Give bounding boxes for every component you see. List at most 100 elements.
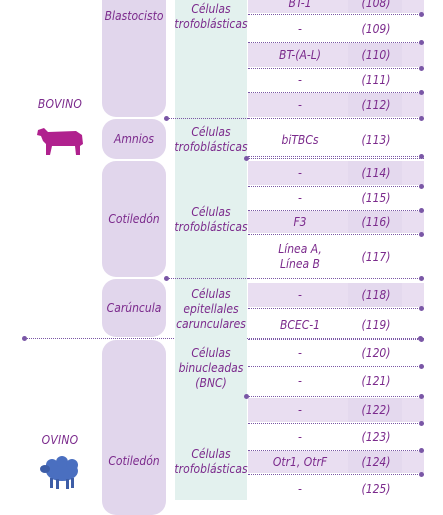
- row-end-dot: [419, 232, 424, 237]
- table-cell-line: -: [298, 429, 302, 444]
- row-separator: [248, 156, 424, 157]
- table-cell-line: -: [298, 373, 302, 388]
- table-cell-ref: (117): [361, 249, 391, 264]
- table-cell-ref: (109): [361, 21, 391, 36]
- row-separator: [248, 450, 424, 451]
- table-cell-ref: (108): [361, 0, 391, 10]
- tissue-blastocisto: Blastocisto: [104, 8, 164, 23]
- row-separator: [248, 339, 424, 340]
- table-cell-line: -: [298, 165, 302, 180]
- section-divider: [166, 118, 424, 119]
- row-separator: [248, 474, 424, 475]
- section-divider: [246, 158, 424, 159]
- table-cell-ref: (124): [361, 454, 391, 469]
- row-separator: [248, 186, 424, 187]
- row-end-dot: [419, 364, 424, 369]
- table-cell-ref: (122): [361, 402, 391, 417]
- table-cell-ref: (112): [361, 97, 391, 112]
- row-separator: [248, 42, 424, 43]
- table-cell-line: biTBCs: [281, 132, 319, 147]
- table-cell-ref: (123): [361, 429, 391, 444]
- section-divider-dot: [164, 276, 169, 281]
- table-cell-ref: (116): [361, 214, 391, 229]
- table-cell-ref: (110): [361, 47, 391, 62]
- table-cell-line: BCEC-1: [279, 317, 321, 332]
- row-end-dot: [419, 116, 424, 121]
- tissue-cotiledon-ovine: Cotiledón: [108, 453, 160, 468]
- tissue-amnios-box: [102, 119, 166, 159]
- sheep-icon: [40, 456, 84, 490]
- divider-dot-left: [22, 336, 27, 341]
- section-divider-dot: [164, 116, 169, 121]
- table-cell-line: F3: [293, 214, 307, 229]
- row-separator: [248, 210, 424, 211]
- row-shade-ref: [348, 43, 402, 67]
- row-separator: [248, 92, 424, 93]
- tissue-caruncula: Carúncula: [106, 300, 162, 315]
- tissue-cotiledon-bovine: Cotiledón: [108, 211, 160, 226]
- tissue-cotiledon-ovine-box: [102, 340, 166, 515]
- section-divider: [166, 278, 424, 279]
- species-label-bovine: BOVINO: [37, 96, 83, 111]
- row-end-dot: [419, 90, 424, 95]
- row-separator: [248, 308, 424, 309]
- row-separator: [248, 234, 424, 235]
- row-separator: [248, 14, 424, 15]
- row-end-dot: [419, 154, 424, 159]
- tissue-blastocisto-box: [102, 0, 166, 117]
- tissue-caruncula-box: [102, 279, 166, 337]
- table-cell-ref: (115): [361, 190, 391, 205]
- table-cell-ref: (120): [361, 345, 391, 360]
- table-cell-line: -: [298, 345, 302, 360]
- row-end-dot: [419, 421, 424, 426]
- table-cell-ref: (111): [361, 72, 391, 87]
- row-shade-ref: [348, 0, 402, 13]
- row-end-dot: [419, 12, 424, 17]
- section-divider-dot: [244, 156, 249, 161]
- row-separator: [248, 423, 424, 424]
- section-divider-dot: [244, 394, 249, 399]
- celltype-column: [175, 0, 247, 500]
- table-cell-line: BT-(A-L): [279, 47, 321, 62]
- table-cell-line: -: [298, 190, 302, 205]
- row-separator: [248, 68, 424, 69]
- table-cell-ref: (125): [361, 481, 391, 496]
- table-cell-line: Otr1, OtrF: [272, 454, 328, 469]
- table-cell-line: -: [298, 481, 302, 496]
- table-cell-line: -: [298, 21, 302, 36]
- tissue-cotiledon-bovine-box: [102, 161, 166, 277]
- table-cell-line: Línea A,Línea B: [278, 242, 322, 271]
- row-shade-ref: [348, 283, 402, 307]
- species-label-ovine: OVINO: [41, 432, 79, 447]
- table-cell-ref: (114): [361, 165, 391, 180]
- row-end-dot: [419, 66, 424, 71]
- row-separator: [248, 366, 424, 367]
- table-cell-line: BT-1: [288, 0, 312, 10]
- row-shade-ref: [348, 211, 402, 233]
- row-end-dot: [419, 448, 424, 453]
- row-shade-ref: [348, 93, 402, 117]
- row-end-dot: [419, 208, 424, 213]
- species-column-bovine: [24, 0, 102, 338]
- table-cell-ref: (121): [361, 373, 391, 388]
- row-end-dot: [419, 337, 424, 342]
- table-cell-line: -: [298, 287, 302, 302]
- row-end-dot: [419, 276, 424, 281]
- row-shade-ref: [348, 161, 402, 185]
- row-end-dot: [419, 184, 424, 189]
- table-cell-ref: (119): [361, 317, 391, 332]
- table-cell-line: -: [298, 97, 302, 112]
- row-end-dot: [419, 40, 424, 45]
- row-end-dot: [419, 306, 424, 311]
- table-cell-line: -: [298, 72, 302, 87]
- cow-icon: [36, 124, 86, 156]
- table-cell-ref: (118): [361, 287, 391, 302]
- table-cell-line: -: [298, 402, 302, 417]
- row-shade-ref: [348, 398, 402, 422]
- row-end-dot: [419, 394, 424, 399]
